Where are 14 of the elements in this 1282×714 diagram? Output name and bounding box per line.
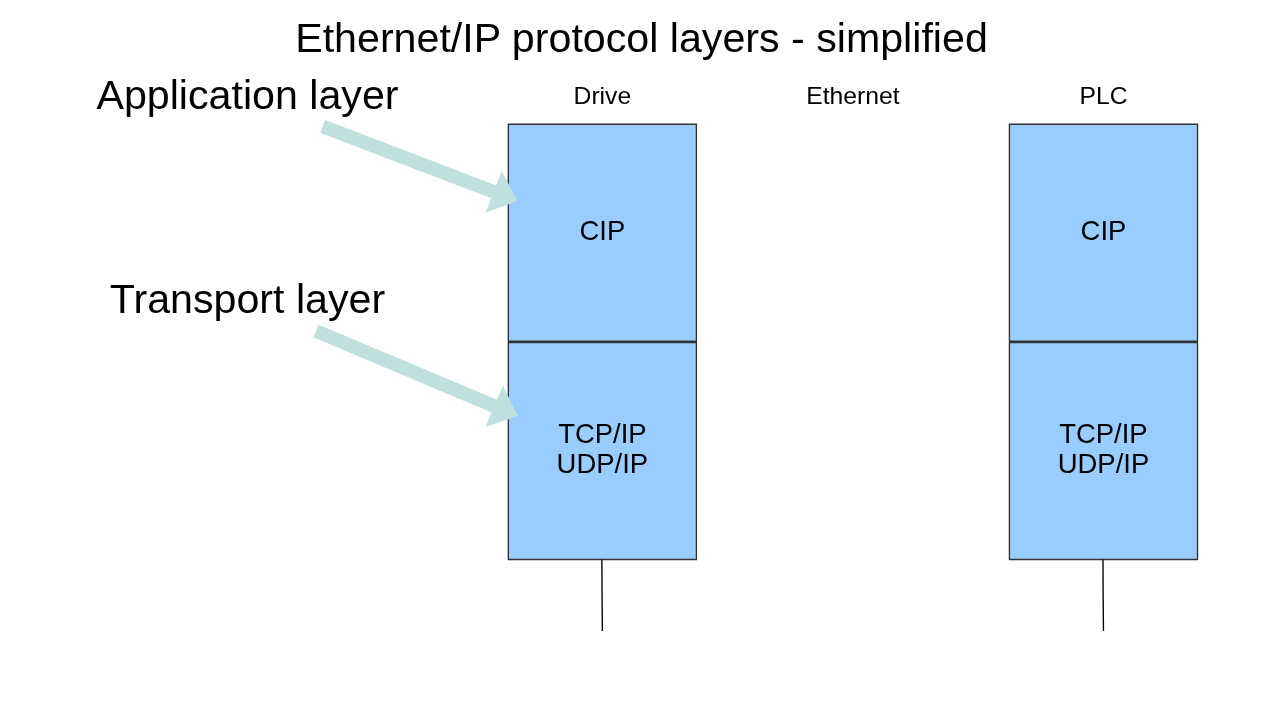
node-text: Transport layer [109, 276, 385, 323]
node-box: TCP/IP UDP/IP [507, 341, 697, 561]
node-label: Drive [573, 82, 631, 110]
connector [600, 558, 603, 632]
node-label: PLC [1078, 82, 1127, 110]
node-text: Application layer [95, 71, 399, 118]
arrow [319, 120, 518, 213]
node-box: TCP/IP UDP/IP [1008, 341, 1198, 561]
diagram-title: Ethernet/IP protocol layers - simplified [294, 15, 988, 62]
label: Ethernet [805, 82, 900, 110]
connector [1101, 558, 1104, 632]
node-box: CIP [507, 123, 697, 342]
arrow [312, 324, 518, 427]
node-box: CIP [1008, 123, 1198, 342]
